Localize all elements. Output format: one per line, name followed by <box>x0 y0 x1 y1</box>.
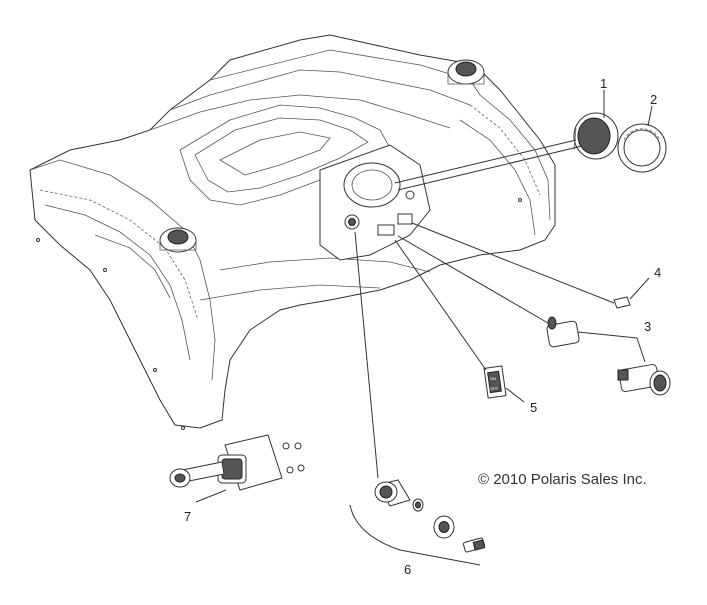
power-outlet[interactable] <box>546 316 671 396</box>
switch-marking-bottom: OFF <box>490 386 499 391</box>
left-post-cap <box>159 227 197 253</box>
callout-5: 5 <box>530 400 537 415</box>
gauge-speedometer[interactable] <box>573 112 619 160</box>
rear-body-assembly <box>29 34 556 430</box>
light-switch-lever[interactable] <box>169 434 305 491</box>
callout-1: 1 <box>600 76 607 91</box>
callout-2: 2 <box>650 92 657 107</box>
callout-3: 3 <box>644 319 651 334</box>
leader-lines <box>195 90 653 566</box>
callout-7: 7 <box>184 509 191 524</box>
switch-bezel-clip[interactable] <box>613 296 631 309</box>
callout-4: 4 <box>654 265 661 280</box>
rocker-switch[interactable]: ON OFF <box>483 365 507 399</box>
dash-panel <box>319 144 431 261</box>
switch-marking-top: ON <box>490 376 496 381</box>
right-post-cap <box>447 59 485 85</box>
ignition-switch-assembly[interactable] <box>374 479 486 553</box>
gauge-retaining-ring[interactable] <box>617 123 667 173</box>
copyright-notice: © 2010 Polaris Sales Inc. <box>478 471 647 488</box>
callout-6: 6 <box>404 562 411 577</box>
